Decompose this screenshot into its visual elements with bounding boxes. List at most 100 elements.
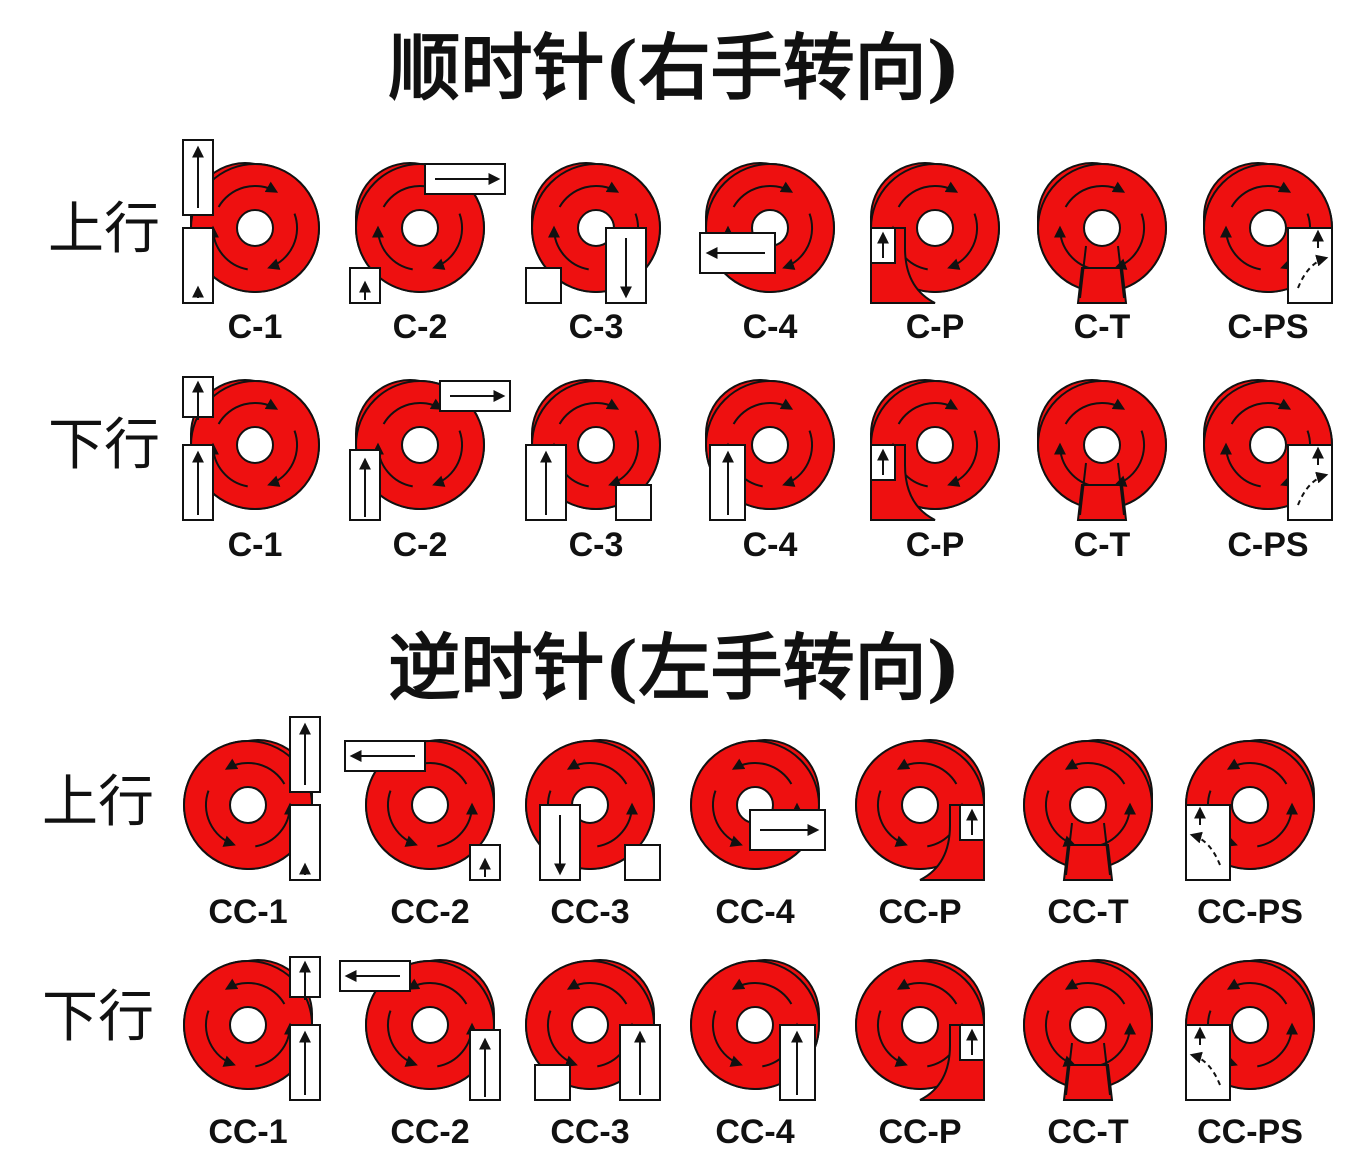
- fan-label: C-4: [742, 526, 798, 564]
- fan-diagram-1-0-6: [1185, 739, 1316, 881]
- flow-arrow: [876, 790, 908, 847]
- flow-arrow: [1226, 978, 1288, 1005]
- inlet-duct: [1287, 444, 1333, 521]
- fan-body: [855, 739, 986, 881]
- flow-arrow: [566, 758, 628, 785]
- flow-arrow: [382, 398, 444, 425]
- flow-arrow: [1219, 225, 1261, 271]
- flow-arrow: [732, 181, 794, 208]
- clockwise-title: 顺时针(右手转向): [388, 25, 961, 110]
- fan-body: [1202, 379, 1333, 521]
- flow-arrow: [386, 1010, 418, 1067]
- flow-arrow: [267, 213, 299, 270]
- fan-diagram-1-0-5: [1023, 739, 1154, 881]
- flow-arrow: [1230, 398, 1292, 425]
- impeller-inlet: [901, 786, 939, 824]
- outlet-throat: [1076, 484, 1128, 521]
- fan-body: [1023, 959, 1154, 1101]
- fan-diagram-1-0-1: [344, 739, 501, 881]
- fan-body: [182, 376, 320, 521]
- fan-body: [344, 739, 501, 881]
- fan-diagram-0-0-3: [699, 162, 835, 293]
- inlet-duct: [1185, 1024, 1231, 1101]
- fan-body: [525, 162, 661, 304]
- fan-diagram-1-0-4: [855, 739, 986, 881]
- flow-arrow: [1064, 978, 1126, 1005]
- impeller-inlet: [236, 426, 274, 464]
- fan-diagram-1-1-4: [855, 959, 986, 1101]
- airflow-arrow: [1297, 254, 1329, 289]
- fan-body: [525, 739, 661, 881]
- flow-arrow: [1044, 1010, 1076, 1067]
- fan-diagram-0-0-6: [1202, 162, 1333, 304]
- flow-arrow: [1257, 802, 1299, 848]
- fan-label: CC-T: [1047, 1113, 1129, 1151]
- fan-body: [869, 379, 1000, 521]
- fan-body: [182, 139, 320, 304]
- flow-arrow: [1064, 758, 1126, 785]
- fan-label: C-P: [905, 526, 965, 564]
- fan-diagram-0-0-0: [182, 139, 320, 304]
- fan-label: CC-T: [1047, 893, 1129, 931]
- fan-label: CC-4: [715, 1113, 795, 1151]
- fan-body: [704, 379, 835, 521]
- flow-arrow: [896, 758, 958, 785]
- fan-diagram-0-1-2: [525, 379, 661, 521]
- fan-label: C-3: [568, 308, 624, 346]
- flow-arrow: [566, 978, 628, 1005]
- outlet-throat: [1062, 1064, 1114, 1101]
- fan-body: [1036, 379, 1167, 521]
- fan-body: [1036, 162, 1167, 304]
- flow-arrow: [437, 802, 479, 848]
- flow-arrow: [1219, 442, 1261, 488]
- row-label-counterclockwise-up: 上行: [42, 770, 154, 835]
- row-label-counterclockwise-down: 下行: [42, 985, 154, 1050]
- fan-label: C-4: [742, 308, 798, 346]
- flow-arrow: [947, 430, 979, 487]
- impeller-inlet: [916, 209, 954, 247]
- fan-label: CC-4: [715, 893, 795, 931]
- fan-diagram-1-1-2: [525, 959, 661, 1101]
- flow-arrow: [897, 181, 959, 208]
- fan-label: C-PS: [1227, 526, 1309, 564]
- flow-arrow: [217, 398, 279, 425]
- flow-arrow: [1226, 758, 1288, 785]
- fan-diagram-0-1-1: [349, 379, 511, 521]
- flow-arrow: [876, 1010, 908, 1067]
- flow-arrow: [782, 430, 814, 487]
- impeller-inlet: [1083, 426, 1121, 464]
- flow-arrow: [1114, 430, 1146, 487]
- fan-label: C-T: [1073, 526, 1131, 564]
- impeller-inlet: [1249, 209, 1287, 247]
- inlet-duct: [525, 267, 562, 304]
- fan-body: [183, 716, 321, 881]
- fan-diagram-0-0-5: [1036, 162, 1167, 304]
- fan-diagram-0-1-5: [1036, 379, 1167, 521]
- flow-arrow: [371, 225, 413, 271]
- fan-label: C-1: [227, 526, 283, 564]
- impeller-inlet: [236, 209, 274, 247]
- airflow-arrow: [1297, 471, 1329, 506]
- fan-label: CC-2: [390, 893, 470, 931]
- fan-body: [690, 739, 826, 870]
- fan-body: [855, 959, 986, 1101]
- impeller-inlet: [401, 209, 439, 247]
- flow-arrow: [731, 758, 793, 785]
- fan-label: CC-P: [878, 893, 962, 931]
- flow-arrow: [386, 790, 418, 847]
- row-label-clockwise-down: 下行: [48, 413, 160, 478]
- fan-label: C-PS: [1227, 308, 1309, 346]
- fan-label: C-2: [392, 526, 448, 564]
- flow-arrow: [782, 213, 814, 270]
- fan-diagram-1-1-5: [1023, 959, 1154, 1101]
- fan-label: CC-3: [550, 1113, 630, 1151]
- flow-arrow: [731, 978, 793, 1005]
- fan-body: [1023, 739, 1154, 881]
- flow-arrow: [546, 1010, 578, 1067]
- inlet-duct: [534, 1064, 571, 1101]
- fan-label: CC-P: [878, 1113, 962, 1151]
- flow-arrow: [558, 181, 620, 208]
- fan-diagram-1-1-0: [183, 956, 321, 1101]
- flow-arrow: [711, 1010, 743, 1067]
- flow-arrow: [224, 978, 286, 1005]
